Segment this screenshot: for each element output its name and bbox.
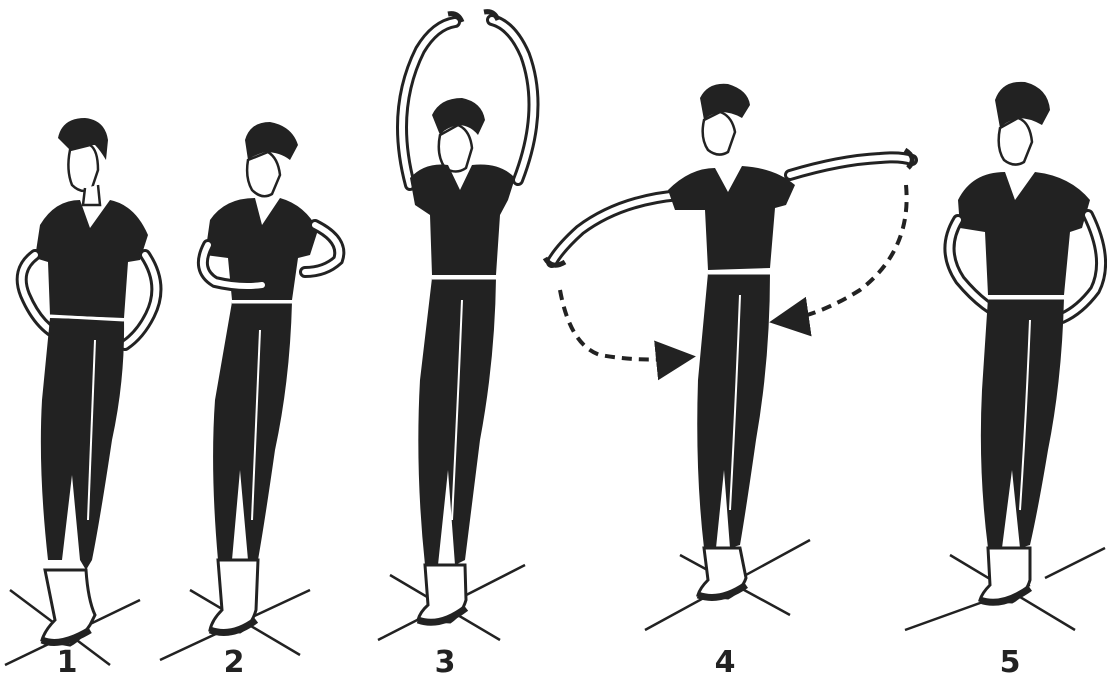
shirt <box>35 200 148 318</box>
neck <box>83 185 100 205</box>
head <box>703 112 735 155</box>
figure-label-1: 1 <box>47 645 87 680</box>
motion-arrow-right <box>785 185 907 320</box>
dancer-figure-2 <box>160 122 339 660</box>
left-extended-arm <box>552 195 680 262</box>
legs <box>213 302 292 560</box>
dancer-figure-5 <box>905 82 1105 630</box>
dancer-figure-4 <box>545 84 912 630</box>
shirt <box>958 172 1090 295</box>
legs <box>697 273 770 548</box>
head <box>68 145 98 191</box>
legs <box>981 298 1064 548</box>
dancer-figure-1 <box>5 118 156 665</box>
figure-label-3: 3 <box>425 645 465 680</box>
dancer-figure-3 <box>378 12 534 640</box>
figure-label-4: 4 <box>705 645 745 680</box>
shirt <box>668 166 795 270</box>
head <box>247 152 280 196</box>
figure-label-5: 5 <box>990 645 1030 680</box>
head <box>999 118 1032 165</box>
figure-label-2: 2 <box>214 645 254 680</box>
head <box>439 125 472 172</box>
motion-arrow-left <box>560 290 680 359</box>
shirt <box>410 165 515 275</box>
legs <box>41 318 124 570</box>
